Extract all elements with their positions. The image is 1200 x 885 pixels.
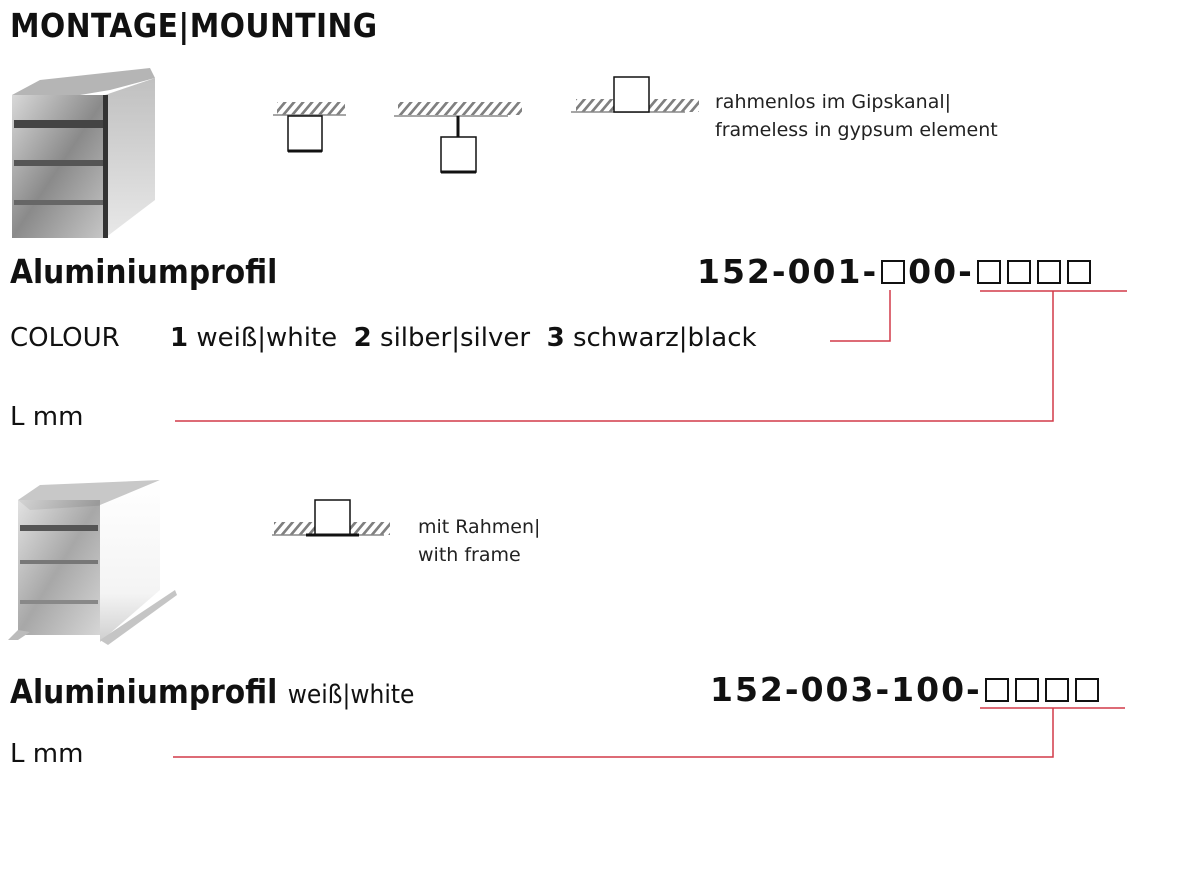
mounting-icon-with-frame — [272, 499, 390, 537]
code-leader-lines — [173, 290, 1127, 758]
code-mid: 00- — [908, 252, 974, 291]
mounting-icon-recessed — [571, 76, 699, 113]
colour-options: 1 weiß|white 2 silber|silver 3 schwarz|b… — [170, 323, 757, 353]
length-slot — [1014, 677, 1039, 702]
product-variant: weiß|white — [287, 680, 415, 710]
colour-num: 3 — [546, 323, 565, 353]
colour-slot — [881, 259, 906, 284]
code-prefix: 152-001- — [697, 252, 879, 291]
length-slot — [1066, 259, 1091, 284]
length-slot — [1036, 259, 1061, 284]
mounting-icon-surface — [273, 102, 346, 153]
profile-image-1 — [12, 68, 155, 238]
colour-num: 2 — [353, 323, 372, 353]
colour-option: silber|silver — [380, 323, 531, 353]
length-slot — [1006, 259, 1031, 284]
mounting-note-frameless: rahmenlos im Gipskanal| frameless in gyp… — [715, 88, 998, 144]
colour-option: schwarz|black — [572, 323, 757, 353]
colour-option: weiß|white — [196, 323, 338, 353]
order-code-2: 152-003-100- — [710, 670, 1102, 709]
profile-image-2 — [8, 480, 177, 645]
length-slot — [984, 677, 1009, 702]
page-title: MONTAGE|MOUNTING — [10, 6, 378, 45]
length-label-2: L mm — [10, 739, 84, 769]
length-slot — [976, 259, 1001, 284]
colour-label: COLOUR — [10, 323, 120, 353]
note-line: mit Rahmen| — [418, 516, 541, 538]
mounting-note-frame: mit Rahmen| with frame — [418, 513, 540, 569]
note-line: rahmenlos im Gipskanal| — [715, 91, 952, 113]
product-name: Aluminiumprofil — [10, 672, 278, 711]
length-label-1: L mm — [10, 402, 84, 432]
length-slot — [1044, 677, 1069, 702]
code-prefix: 152-003-100- — [710, 670, 982, 709]
length-slot — [1074, 677, 1099, 702]
order-code-1: 152-001- 00- — [697, 252, 1094, 291]
mounting-icon-suspended — [394, 102, 522, 174]
product-name-1: Aluminiumprofil — [10, 252, 278, 291]
product-name-2: Aluminiumprofil weiß|white — [10, 672, 414, 711]
note-line: with frame — [418, 544, 521, 566]
note-line: frameless in gypsum element — [715, 119, 998, 141]
colour-num: 1 — [170, 323, 189, 353]
